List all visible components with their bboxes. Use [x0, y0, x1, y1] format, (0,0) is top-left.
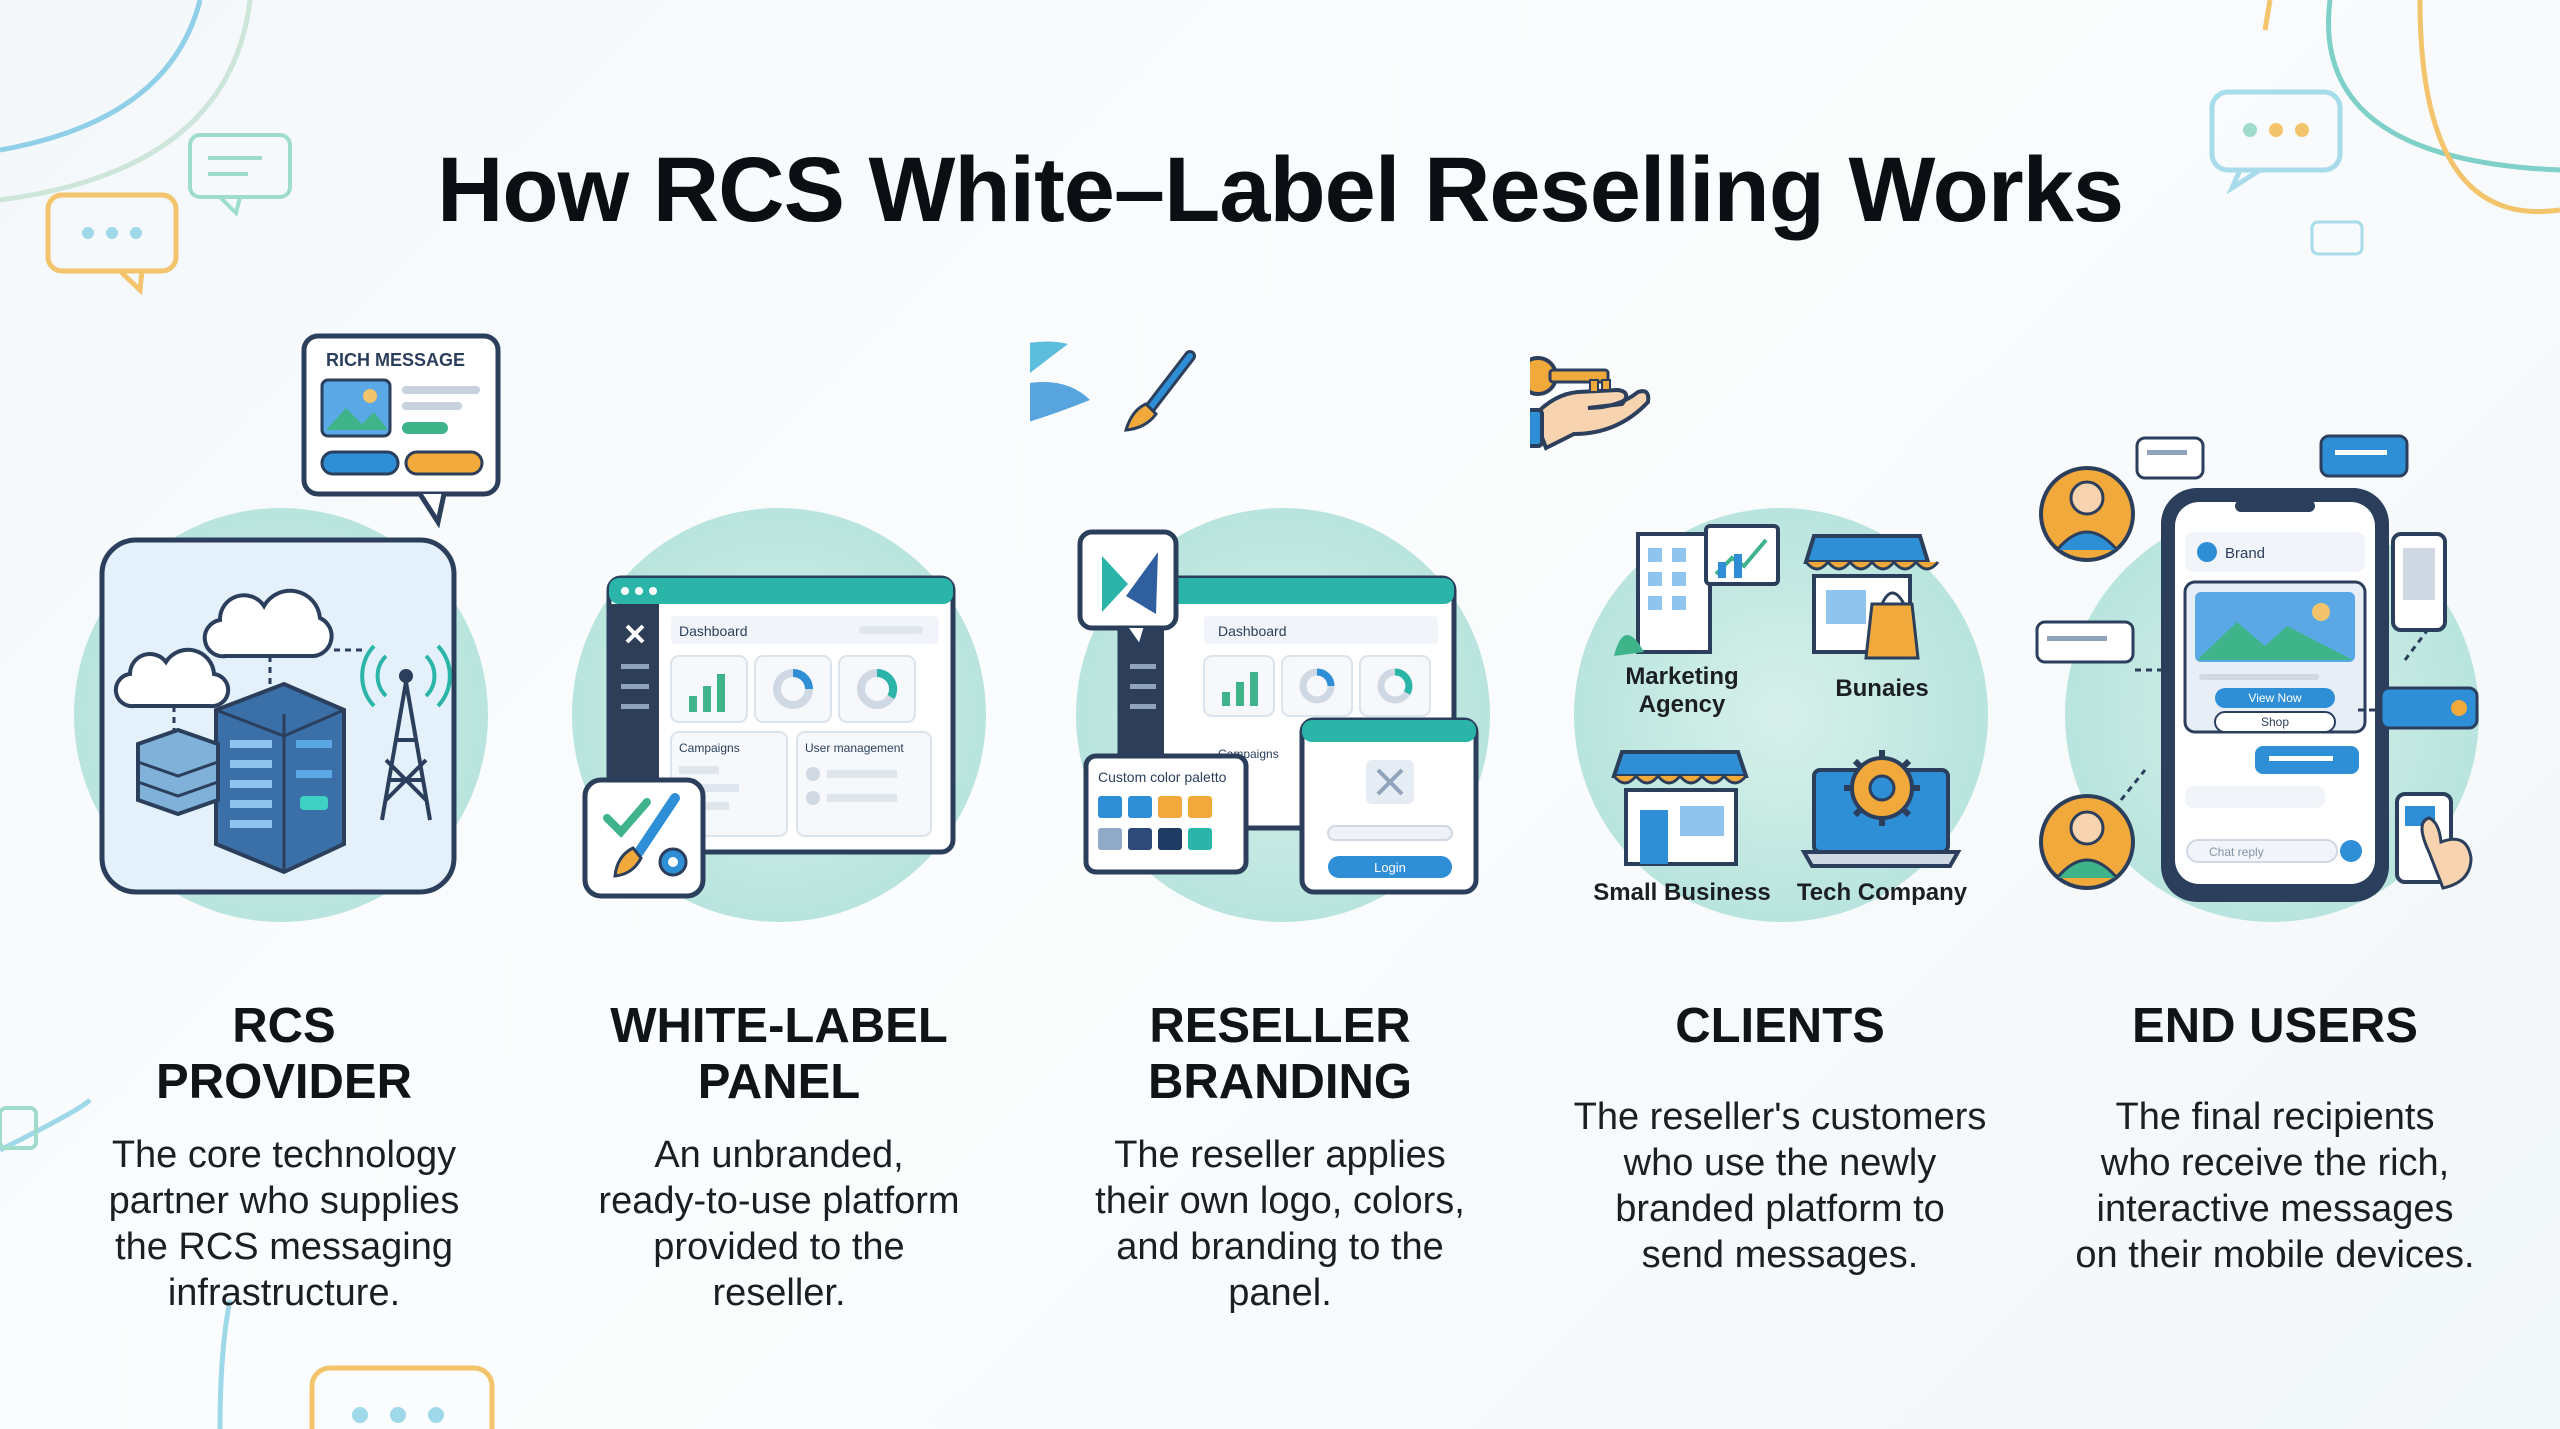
user-management-label: User management	[805, 741, 904, 755]
client-label-tech-company: Tech Company	[1797, 879, 1968, 906]
chat-reply-placeholder: Chat reply	[2209, 845, 2264, 859]
color-palette-icon: Custom color paletto	[1083, 753, 1249, 875]
rich-message-label: RICH MESSAGE	[326, 350, 465, 370]
client-label-small-business: Small Business	[1593, 879, 1770, 906]
paintbrush-icon	[1030, 341, 1196, 432]
deco-chat-bubble-icon	[45, 133, 292, 296]
small-shop-icon	[1611, 750, 1749, 866]
palette-label: Custom color paletto	[1098, 769, 1227, 785]
cloud-icon	[113, 588, 334, 709]
reseller-branding-illustration: Dashboard Campaigns Custom color paletto	[1030, 341, 1479, 895]
dashboard-label: Dashboard	[679, 623, 748, 639]
brand-label: Brand	[2225, 545, 2265, 562]
paintbrush-gear-icon	[582, 777, 706, 899]
client-label-business: Bunaies	[1835, 675, 1928, 702]
view-now-button-label: View Now	[2248, 691, 2301, 705]
end-users-illustration: Brand View Now Shop Chat reply	[2035, 434, 2479, 902]
page-title: How RCS White–Label Reselling Works	[436, 139, 2124, 241]
deco-chat-bubble-icon	[2209, 89, 2364, 256]
white-label-panel-illustration: Dashboard Campaigns User management	[582, 575, 956, 899]
step-heading: CLIENTS	[1675, 999, 1885, 1053]
storefront-bag-icon	[1803, 534, 1940, 660]
logo-badge-icon	[1077, 529, 1179, 654]
database-icon	[136, 727, 220, 817]
login-window-icon: Login	[1299, 717, 1479, 895]
laptop-gear-icon	[1800, 750, 1962, 868]
office-building-icon	[1614, 524, 1780, 656]
rcs-provider-illustration: RICH MESSAGE	[99, 333, 501, 895]
key-in-hand-icon	[1530, 356, 1651, 451]
deco-chat-bubble-icon	[0, 1106, 495, 1429]
step-white-label-panel: Dashboard Campaigns User management	[529, 0, 1029, 1429]
step-heading: WHITE-LABEL PANEL	[610, 999, 948, 1109]
server-rack-icon	[214, 681, 346, 875]
step-heading: END USERS	[2132, 999, 2418, 1053]
hand-phone-icon	[2391, 532, 2473, 890]
step-description: The final recipients who receive the ric…	[2075, 1096, 2475, 1276]
smartphone-icon: Brand View Now Shop Chat reply	[2161, 488, 2389, 902]
login-button-label: Login	[1374, 860, 1406, 875]
step-description: An unbranded, ready-to-use platform prov…	[598, 1134, 960, 1314]
step-heading: RCS PROVIDER	[156, 999, 412, 1109]
rich-message-bubble-icon: RICH MESSAGE	[301, 333, 501, 529]
dashboard-label: Dashboard	[1218, 623, 1287, 639]
user-avatar-icon	[2039, 466, 2135, 890]
step-description: The reseller applies their own logo, col…	[1095, 1134, 1465, 1314]
shop-button-label: Shop	[2261, 715, 2289, 729]
step-reseller-branding: Dashboard Campaigns Custom color paletto	[1030, 0, 1530, 1429]
step-end-users: Brand View Now Shop Chat reply	[2025, 0, 2525, 1429]
step-description: The core technology partner who supplies…	[108, 1134, 460, 1314]
chat-bubble-icon	[2035, 434, 2479, 730]
campaigns-label: Campaigns	[679, 741, 740, 755]
step-description: The reseller's customers who use the new…	[1573, 1096, 1987, 1276]
cell-tower-icon	[360, 644, 452, 821]
step-heading: RESELLER BRANDING	[1147, 999, 1413, 1109]
step-rcs-provider: RICH MESSAGE	[34, 0, 534, 1429]
